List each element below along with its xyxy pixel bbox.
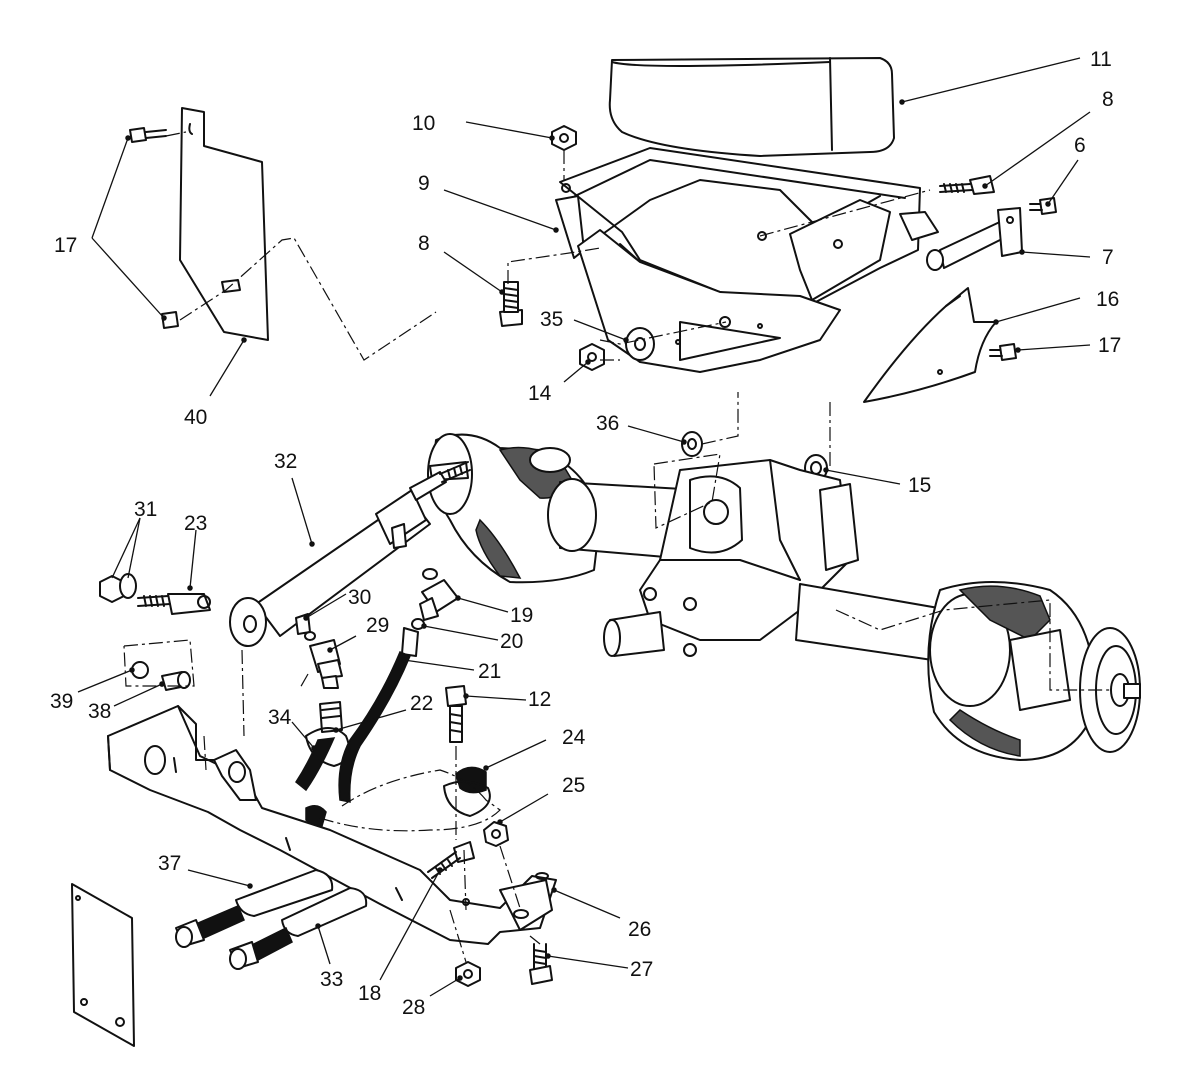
- part-8-bolt-lower: [499, 281, 523, 327]
- callout-33: 33: [320, 968, 343, 991]
- part-34-clamp: [305, 727, 350, 767]
- callout-36: 36: [596, 412, 619, 435]
- callout-7: 7: [1102, 246, 1114, 269]
- callout-40: 40: [184, 406, 207, 429]
- part-19-elbow-fitting: [419, 579, 459, 621]
- callout-19: 19: [510, 604, 533, 627]
- part-8-bolt-upper: [939, 175, 995, 195]
- transaxle-assembly: [427, 433, 1141, 761]
- part-28-nut: [455, 961, 481, 987]
- assembly-centerlines: [123, 131, 1110, 963]
- part-11-seat-cushion: [608, 57, 895, 157]
- part-31-nut-washer: [99, 573, 137, 603]
- callout-8-upper: 8: [1102, 88, 1114, 111]
- callout-30: 30: [348, 586, 371, 609]
- callout-28: 28: [402, 996, 425, 1019]
- part-35-washer: [625, 327, 655, 361]
- callout-32: 32: [274, 450, 297, 473]
- part-23-rod-end: [137, 593, 211, 615]
- callout-22: 22: [410, 692, 433, 715]
- part-32-cylinder: [229, 461, 471, 647]
- callout-8-lower: 8: [418, 232, 430, 255]
- leader-dots: [125, 99, 1051, 981]
- part-33-hose: [229, 887, 368, 970]
- callout-27: 27: [630, 958, 653, 981]
- callout-26: 26: [628, 918, 651, 941]
- callout-18: 18: [358, 982, 381, 1005]
- callout-17-right: 17: [1098, 334, 1121, 357]
- part-37-hose: [175, 869, 334, 948]
- part-36-washer: [681, 431, 703, 457]
- part-29-elbow-fitting: [304, 631, 343, 689]
- part-18-bolt: [427, 841, 475, 879]
- callout-20: 20: [500, 630, 523, 653]
- callout-11: 11: [1090, 48, 1112, 71]
- part-26-frame-bracket: [107, 705, 557, 945]
- leader-lines: [77, 57, 1091, 997]
- callout-21: 21: [478, 660, 501, 683]
- part-30-oring: [422, 568, 438, 580]
- part-40-shield: [179, 107, 269, 341]
- part-17-screws-left: [129, 127, 179, 329]
- callout-labels: 11 8 6 7 16 17 10 9 8 35 14 36 15 17 40 …: [50, 48, 1121, 1019]
- callout-29: 29: [366, 614, 389, 637]
- part-21-hose: [338, 627, 419, 803]
- cover-plate: [71, 883, 135, 1047]
- part-7-pivot-pin: [926, 207, 1023, 271]
- callout-10: 10: [412, 112, 435, 135]
- part-16-side-plate: [863, 287, 997, 403]
- callout-14: 14: [528, 382, 552, 405]
- callout-16: 16: [1096, 288, 1119, 311]
- part-24-bushing: [443, 766, 491, 817]
- callout-12: 12: [528, 688, 551, 711]
- part-27-bolt: [529, 943, 553, 985]
- part-12-bolt: [445, 685, 467, 743]
- callout-31: 31: [134, 498, 157, 521]
- callout-6: 6: [1074, 134, 1086, 157]
- part-22-hose: [294, 701, 343, 792]
- part-17-screw-right: [989, 343, 1017, 361]
- part-38-grease-fitting: [161, 671, 191, 691]
- part-25-nut: [483, 821, 509, 847]
- callout-24: 24: [562, 726, 586, 749]
- callout-17-left: 17: [54, 234, 77, 257]
- part-10-nut: [551, 125, 577, 151]
- callout-9: 9: [418, 172, 430, 195]
- callout-25: 25: [562, 774, 585, 797]
- callout-37: 37: [158, 852, 181, 875]
- callout-39: 39: [50, 690, 73, 713]
- callout-38: 38: [88, 700, 111, 723]
- part-6-bolt: [1029, 197, 1057, 215]
- callout-34: 34: [268, 706, 292, 729]
- callout-23: 23: [184, 512, 207, 535]
- callout-35: 35: [540, 308, 563, 331]
- callout-15: 15: [908, 474, 931, 497]
